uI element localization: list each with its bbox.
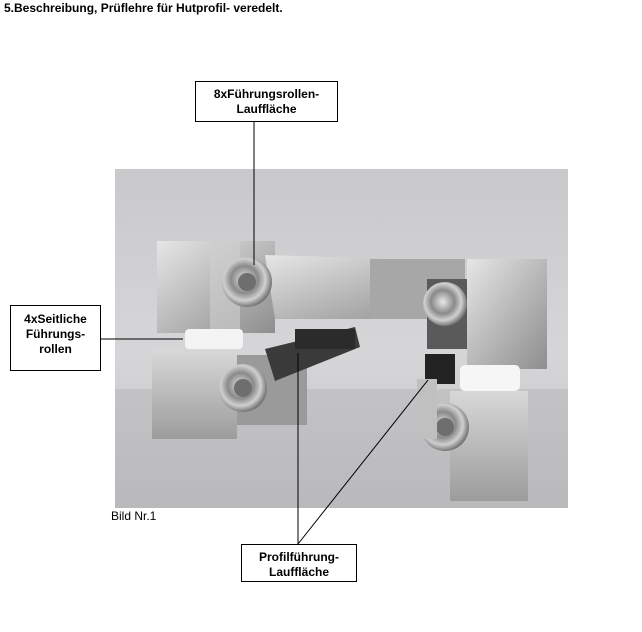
page-heading: 5.Beschreibung, Prüflehre für Hutprofil-… [4, 1, 283, 15]
callout-seitliche-rollen: 4xSeitliche Führungs- rollen [10, 305, 101, 371]
callout-profilfuehrung: Profilführung- Lauffläche [241, 544, 357, 582]
callout-left-line1: 4xSeitliche [24, 312, 87, 326]
callout-bottom-line2: Lauffläche [268, 565, 329, 579]
callout-bottom-line1: Profilführung- [259, 550, 339, 564]
gauge-photo [115, 169, 568, 508]
callout-left-line3: rollen [39, 342, 72, 356]
callout-left-line2: Führungs- [25, 327, 86, 341]
callout-top-line2: Lauffläche [236, 102, 297, 116]
callout-top-line1: 8xFührungsrollen- [213, 87, 320, 101]
image-caption: Bild Nr.1 [111, 509, 157, 523]
callout-fuehrungsrollen: 8xFührungsrollen- Lauffläche [195, 81, 338, 122]
